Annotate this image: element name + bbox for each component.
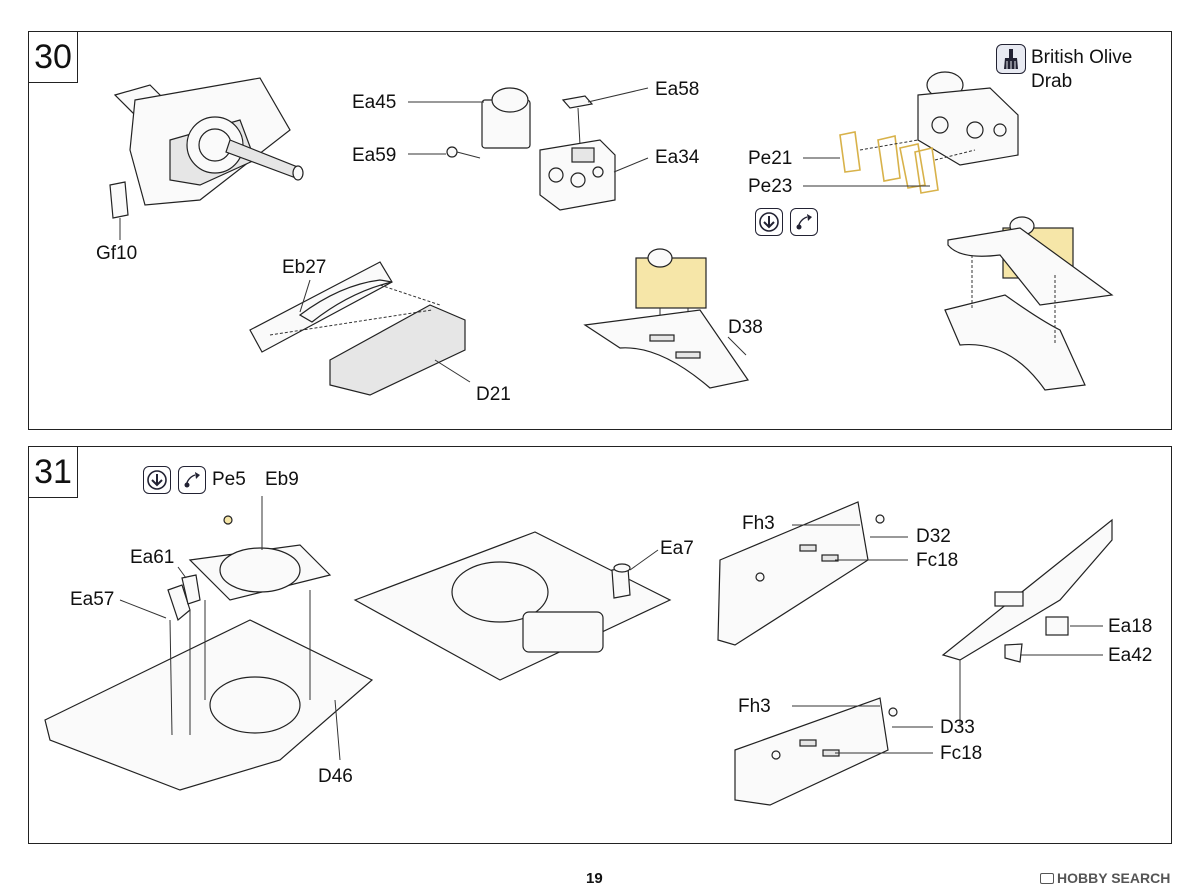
step-number: 31	[28, 446, 78, 498]
watermark-text: HOBBY SEARCH	[1057, 870, 1171, 886]
part-label-ea18: Ea18	[1108, 616, 1153, 637]
page-number: 19	[586, 870, 603, 887]
fold-down-icon	[755, 208, 783, 236]
watermark: HOBBY SEARCH	[1040, 870, 1170, 886]
part-label-pe5: Pe5	[212, 469, 246, 490]
part-label-ea45: Ea45	[352, 92, 397, 113]
radio-set-drawing	[446, 87, 616, 211]
fender-panel-drawing	[941, 518, 1113, 720]
part-label-ea7: Ea7	[660, 538, 694, 559]
part-label-eb27: Eb27	[282, 257, 327, 278]
part-label-ea57: Ea57	[70, 589, 115, 610]
camera-icon	[1040, 873, 1054, 884]
floor-mount-drawing	[249, 261, 466, 396]
step-number: 30	[28, 31, 78, 83]
paint-color-note: British Olive Drab	[1031, 46, 1132, 94]
bend-icon	[790, 208, 818, 236]
part-label-fh3-top: Fh3	[742, 513, 775, 534]
part-label-ea42: Ea42	[1108, 645, 1153, 666]
part-label-d33: D33	[940, 717, 975, 738]
part-label-pe21: Pe21	[748, 148, 793, 169]
part-label-gf10: Gf10	[96, 243, 138, 264]
part-label-d38: D38	[728, 317, 763, 338]
part-label-d32: D32	[916, 526, 951, 547]
part-label-fc18-top: Fc18	[916, 550, 959, 571]
assembled-view-drawing	[944, 216, 1114, 391]
paint-color-line-2: Drab	[1031, 71, 1073, 92]
part-label-ea34: Ea34	[655, 147, 700, 168]
part-label-fc18-bottom: Fc18	[940, 743, 983, 764]
radio-pe-assembly-drawing	[839, 71, 1019, 194]
gun-mount-drawing	[109, 77, 304, 240]
part-label-d46: D46	[318, 766, 353, 787]
part-label-d21: D21	[476, 384, 511, 405]
part-label-ea59: Ea59	[352, 145, 397, 166]
part-label-ea61: Ea61	[130, 547, 175, 568]
paint-color-line-1: British Olive	[1031, 47, 1133, 68]
leader-lines	[119, 87, 1103, 761]
turret-ring-plate-drawing	[353, 531, 672, 681]
radio-platform-drawing	[583, 248, 750, 389]
fold-down-icon	[143, 466, 171, 494]
part-label-ea58: Ea58	[655, 79, 700, 100]
bend-icon	[178, 466, 206, 494]
part-label-eb9: Eb9	[265, 469, 299, 490]
hull-roof-drawing	[44, 515, 374, 791]
paint-brush-icon	[996, 44, 1026, 74]
part-label-pe23: Pe23	[748, 176, 793, 197]
side-panel-d32-drawing	[717, 501, 885, 646]
part-label-fh3-bottom: Fh3	[738, 696, 771, 717]
side-panel-d33-drawing	[734, 697, 898, 806]
